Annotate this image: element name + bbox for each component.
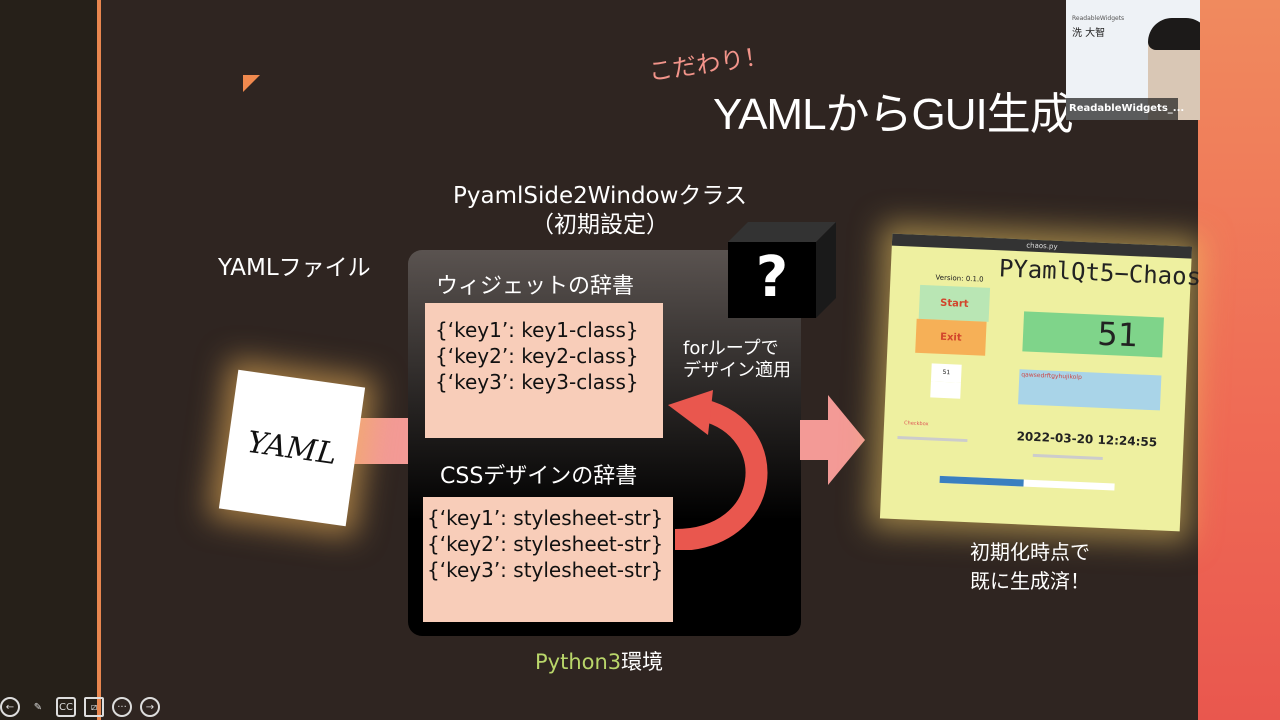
question-mark: ?	[755, 245, 789, 310]
lcd-display: 51	[1022, 311, 1164, 358]
more-icon[interactable]: ···	[112, 697, 132, 717]
env-suffix: 環境	[621, 650, 664, 674]
presentation-toolbar: ← ✎ CC ⧄ ··· →	[0, 697, 160, 717]
text-edit[interactable]: qawsedrftgyhujikolp	[1018, 369, 1162, 411]
progress-fill	[939, 475, 1024, 487]
note-line: 初期化時点で	[970, 540, 1090, 564]
dict-entry: {‘key1’: key1-class}	[435, 318, 639, 342]
speaker-video: ReadableWidgets 洗 大智 ReadableWidgets_...	[1066, 0, 1200, 120]
left-panel	[0, 0, 98, 720]
dict-entry: {‘key2’: key2-class}	[435, 344, 639, 368]
window-titlebar: chaos.py	[891, 233, 1193, 259]
spin-box[interactable]: 51	[930, 363, 962, 383]
note-text: 初期化時点で既に生成済！	[930, 538, 1130, 596]
participant-name: ReadableWidgets_...	[1066, 98, 1184, 120]
start-button[interactable]: Start	[918, 284, 991, 322]
widget-dict-title: ウィジェットの辞書	[436, 274, 635, 299]
css-dict: {‘key1’: stylesheet-str} {‘key2’: styles…	[423, 497, 673, 622]
class-name: PyamlSide2Windowクラス （初期設定）	[440, 182, 760, 240]
loop-label-line: デザイン適用	[683, 360, 791, 381]
dict-entry: {‘key3’: key3-class}	[435, 370, 639, 394]
progress-bar	[939, 475, 1115, 491]
dict-entry: {‘key2’: stylesheet-str}	[427, 532, 664, 556]
version-label: Version: 0.1.0	[935, 273, 984, 284]
loop-label-line: forループで	[683, 338, 779, 359]
loop-arrow-icon	[668, 390, 768, 550]
right-accent	[1198, 0, 1280, 720]
slider[interactable]	[1032, 453, 1103, 460]
combo-box[interactable]	[930, 381, 961, 399]
class-subtitle: （初期設定）	[531, 212, 669, 238]
environment-label: Python3環境	[535, 646, 663, 676]
black-box-cube-icon	[728, 222, 836, 318]
css-dict-title: CSSデザインの辞書	[440, 464, 638, 489]
triangle-decoration	[243, 75, 260, 92]
video-bg-brand: ReadableWidgets	[1072, 15, 1125, 22]
accent-line	[97, 0, 101, 720]
widget-dict: {‘key1’: key1-class} {‘key2’: key2-class…	[425, 303, 663, 438]
slider[interactable]	[897, 436, 968, 443]
yaml-document-icon: YAML	[218, 369, 366, 527]
captions-icon[interactable]: CC	[56, 697, 76, 717]
forward-icon[interactable]: →	[140, 697, 160, 717]
dict-entry: {‘key1’: stylesheet-str}	[427, 506, 664, 530]
exit-button[interactable]: Exit	[915, 318, 987, 356]
slide-title: YAMLからGUI生成	[713, 90, 1074, 139]
back-icon[interactable]: ←	[0, 697, 20, 717]
pen-icon[interactable]: ✎	[33, 701, 43, 713]
video-bg-person: 洗 大智	[1072, 28, 1106, 39]
python-label: Python3	[535, 650, 622, 674]
note-line: 既に生成済！	[970, 569, 1090, 593]
app-window: chaos.py PYamlQt5−Chaos Version: 0.1.0 S…	[879, 233, 1202, 532]
video-off-icon[interactable]: ⧄	[84, 697, 104, 717]
class-title: PyamlSide2Windowクラス	[453, 183, 747, 209]
app-heading: PYamlQt5−Chaos	[998, 254, 1202, 292]
datetime-label: 2022-03-20 12:24:55	[1016, 429, 1158, 450]
loop-label: forループでデザイン適用	[683, 338, 791, 382]
checkbox[interactable]: Checkbox	[903, 420, 929, 428]
arrow-right-icon	[800, 395, 865, 485]
dict-entry: {‘key3’: stylesheet-str}	[427, 558, 664, 582]
yaml-file-label: YAMLファイル	[218, 255, 371, 281]
